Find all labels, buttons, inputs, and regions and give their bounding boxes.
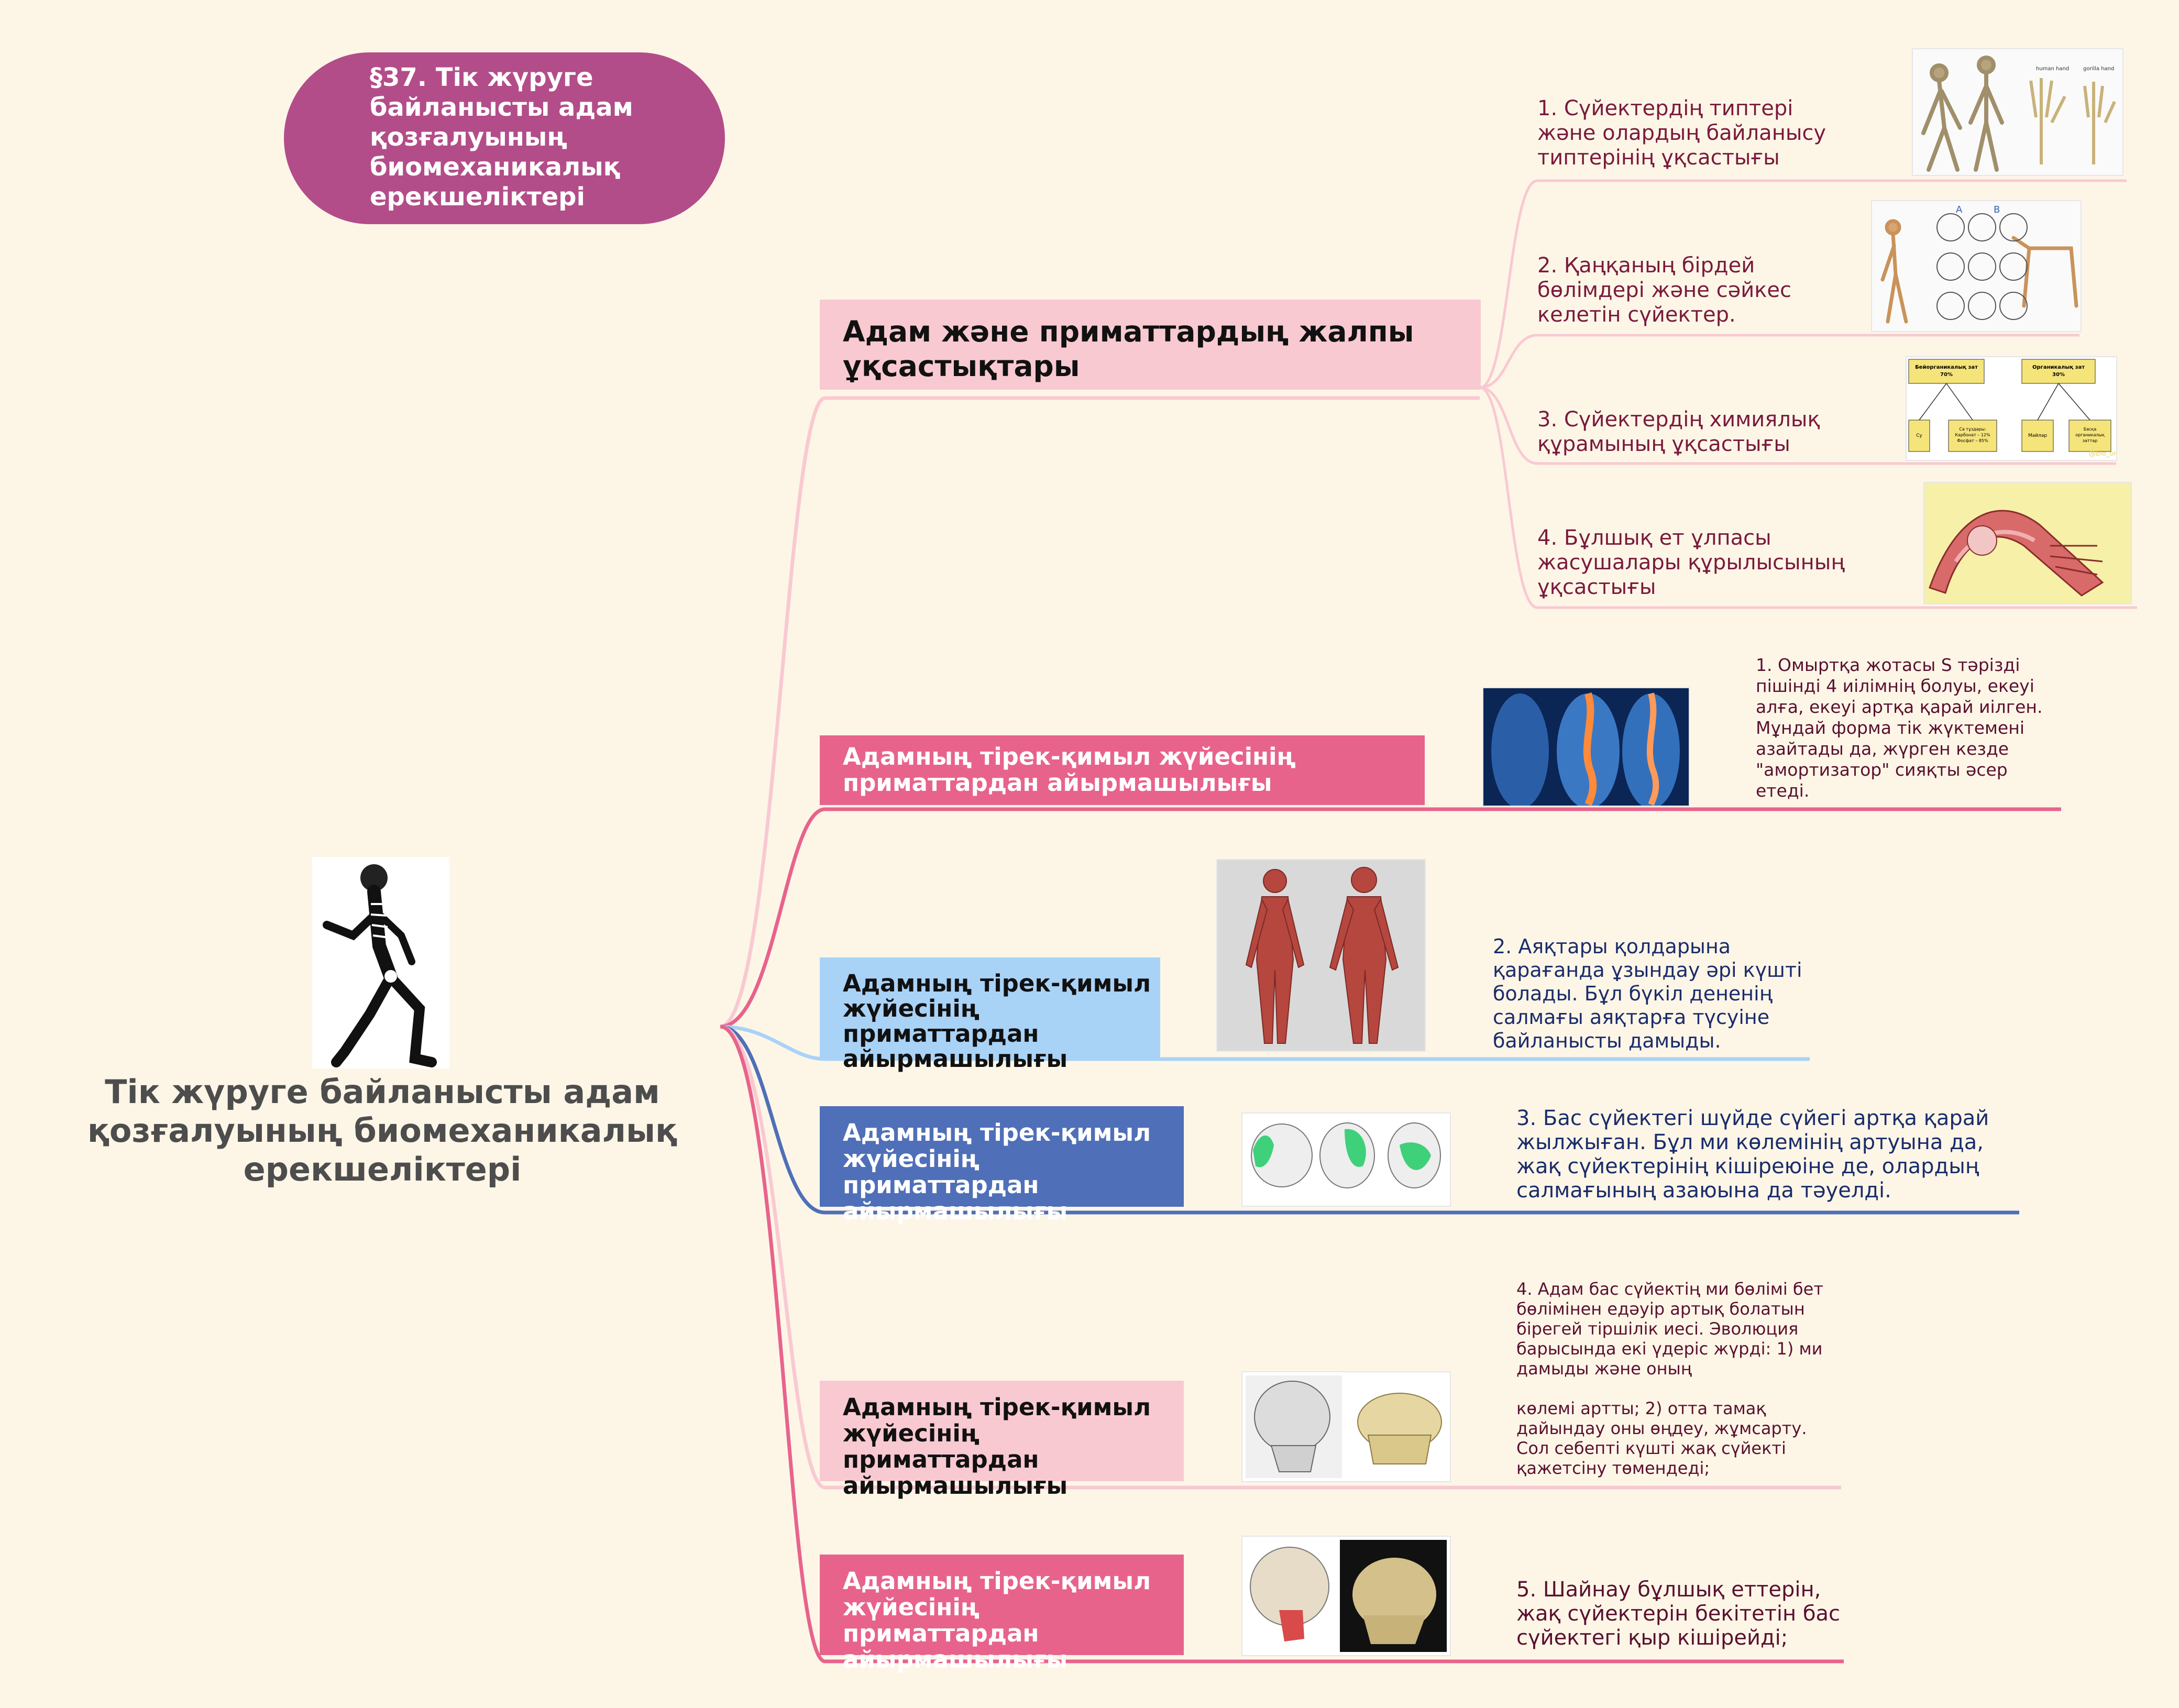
scheme-watermark: @bio_onl xyxy=(2089,450,2116,458)
branch-difference-2[interactable]: Адамның тірек-қимыл жүйесінің приматтард… xyxy=(820,957,1160,1072)
link-similarity-1 xyxy=(1479,179,2127,389)
link-branch-5 xyxy=(720,1024,1841,1490)
header-title-pill: §37. Тік жүруге байланысты адам қозғалуы… xyxy=(284,52,725,224)
similarity-3-text[interactable]: 3. Сүйектердің химиялық құрамының ұқсаст… xyxy=(1537,407,1820,456)
difference-5-text[interactable]: 5. Шайнау бұлшық еттерін, жақ сүйектерін… xyxy=(1516,1578,1841,1650)
skull-comparison-image xyxy=(1241,1371,1451,1482)
difference-4-text[interactable]: 4. Адам бас сүйектің ми бөлімі бет бөлім… xyxy=(1516,1279,1823,1478)
header-title: §37. Тік жүруге байланысты адам қозғалуы… xyxy=(370,63,633,212)
branch-difference-5[interactable]: Адамның тірек-қимыл жүйесінің приматтард… xyxy=(820,1555,1184,1673)
link-branch-3 xyxy=(720,1024,1810,1061)
walking-skeleton-icon xyxy=(312,857,449,1068)
letter-a: A xyxy=(1956,204,1963,215)
branch-label: Адамның тірек-қимыл жүйесінің приматтард… xyxy=(843,743,1296,797)
link-similarity-4 xyxy=(1479,386,2137,609)
link-branch-4 xyxy=(720,1024,2019,1215)
similarity-4-text[interactable]: 4. Бұлшық ет ұлпасы жасушалары құрылысын… xyxy=(1537,526,1845,599)
scheme-box-2: Са тұздары:Карбонат – 12%Фосфат – 85% xyxy=(1955,427,1990,443)
branch-difference-1[interactable]: Адамның тірек-қимыл жүйесінің приматтард… xyxy=(820,735,1425,805)
jaw-muscle-skull-image xyxy=(1241,1536,1451,1656)
skeletons-and-hands-image: human hand gorilla hand xyxy=(1912,48,2123,176)
scheme-box-3: Майлар xyxy=(2028,433,2047,438)
branch-common-similarities[interactable]: Адам және приматтардың жалпы ұқсастықтар… xyxy=(820,300,1481,390)
muscle-tissue-image xyxy=(1923,482,2132,604)
similarity-1-text[interactable]: 1. Сүйектердің типтері және олардың байл… xyxy=(1537,96,1826,170)
link-similarity-2 xyxy=(1479,334,2079,389)
link-similarity-3 xyxy=(1479,386,2116,465)
muscle-body-image xyxy=(1216,859,1426,1052)
link-branch-1 xyxy=(720,396,1480,1029)
hand-label-gorilla: gorilla hand xyxy=(2083,66,2114,72)
similarity-2-text[interactable]: 2. Қаңқаның бірдей бөлімдері және сәйкес… xyxy=(1537,254,1791,327)
link-branch-6 xyxy=(720,1024,1844,1663)
hand-label-human: human hand xyxy=(2036,66,2069,72)
difference-2-text[interactable]: 2. Аяқтары қолдарына қарағанда ұзындау ә… xyxy=(1493,935,1802,1052)
letter-b: B xyxy=(1994,204,2000,215)
branch-difference-3[interactable]: Адамның тірек-қимыл жүйесінің приматтард… xyxy=(820,1106,1184,1225)
link-branch-2 xyxy=(720,807,2061,1029)
branch-label: Адам және приматтардың жалпы ұқсастықтар… xyxy=(843,315,1414,383)
scheme-box-1: Су xyxy=(1916,433,1922,438)
branch-label: Адамның тірек-қимыл жүйесінің приматтард… xyxy=(843,969,1151,1073)
skeleton-parts-image: A B xyxy=(1871,200,2082,332)
branch-label: Адамның тірек-қимыл жүйесінің приматтард… xyxy=(843,1119,1151,1225)
branch-label: Адамның тірек-қимыл жүйесінің приматтард… xyxy=(843,1567,1151,1673)
branch-difference-4[interactable]: Адамның тірек-қимыл жүйесінің приматтард… xyxy=(820,1381,1184,1499)
branch-label: Адамның тірек-қимыл жүйесінің приматтард… xyxy=(843,1393,1151,1500)
central-topic: Тік жүруге байланысты адам қозғалуының б… xyxy=(87,1073,678,1188)
difference-3-text[interactable]: 3. Бас сүйектегі шүйде сүйегі артқа қара… xyxy=(1516,1106,1989,1203)
difference-1-text[interactable]: 1. Омыртқа жотасы S тәрізді пішінді 4 иі… xyxy=(1756,655,2043,801)
skull-occipital-image xyxy=(1241,1112,1451,1207)
spine-image xyxy=(1482,687,1690,807)
